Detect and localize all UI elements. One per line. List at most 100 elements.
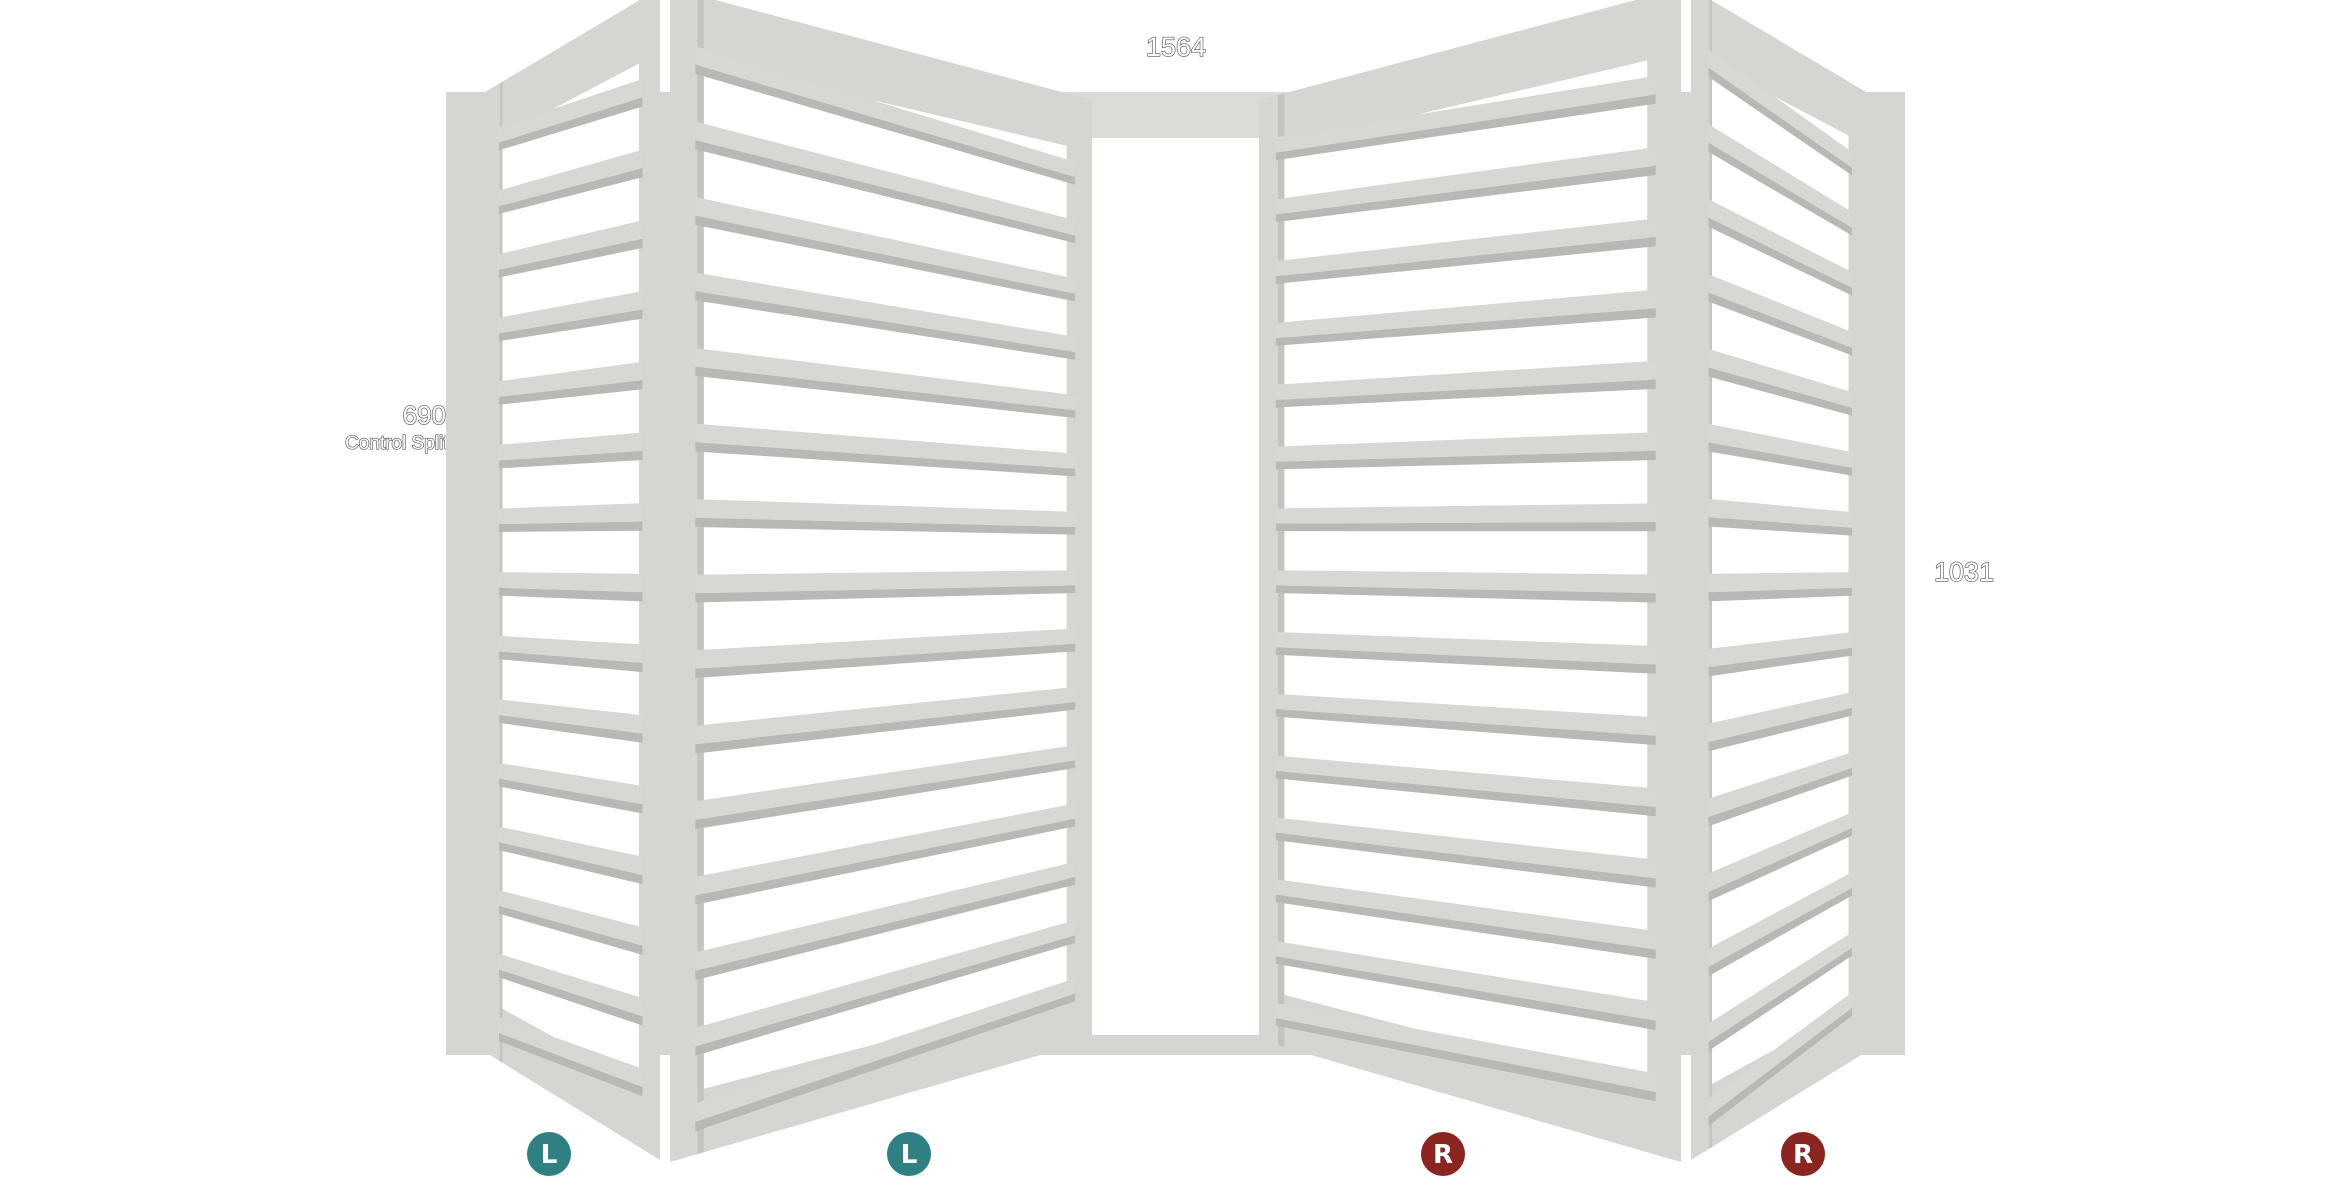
louver-shadow	[499, 969, 643, 1026]
louver-shadow	[1708, 217, 1852, 296]
badge-label: R	[1433, 1140, 1453, 1170]
louver	[695, 45, 1076, 178]
louver-shadow	[695, 442, 1076, 477]
louver-shadow	[499, 1033, 643, 1097]
louver-shadow	[695, 818, 1076, 905]
louver	[499, 763, 643, 805]
louver	[1275, 289, 1656, 339]
louver-shadow	[695, 585, 1076, 603]
frame-top-rail	[1030, 92, 1320, 138]
louver	[499, 220, 643, 270]
louver	[499, 572, 643, 593]
louver-shadow	[1275, 832, 1656, 888]
louver	[1708, 423, 1852, 468]
louver-shadow	[1275, 379, 1656, 408]
louver	[695, 686, 1076, 745]
louver-shadow	[695, 702, 1076, 754]
louver-shadow	[1275, 450, 1656, 470]
louver	[1275, 817, 1656, 879]
louver-shadow	[1275, 894, 1656, 959]
louver	[499, 890, 643, 946]
louver-shadow	[1708, 827, 1852, 902]
louver	[695, 745, 1076, 820]
louver-shadow	[1708, 442, 1852, 476]
louver	[1275, 879, 1656, 950]
louver	[499, 699, 643, 734]
height-dimension: 1031	[1934, 557, 1994, 587]
window-frame	[446, 92, 1905, 1055]
louver	[1275, 941, 1656, 1021]
louver	[1275, 570, 1656, 594]
louver	[695, 197, 1076, 294]
louver-shadow	[695, 935, 1076, 1056]
louver	[1708, 199, 1852, 288]
louver-shadow	[1275, 647, 1656, 674]
louver-shadow	[499, 778, 643, 814]
badge-circle	[1421, 1132, 1465, 1176]
louver-shadow	[1275, 585, 1656, 603]
louver	[499, 953, 643, 1017]
panel-right-inner[interactable]	[1259, 0, 1681, 1162]
louver-shadow	[1275, 1018, 1656, 1102]
louver-shadow	[695, 140, 1076, 244]
louver	[1275, 432, 1656, 462]
panel-hinge-badge[interactable]: R	[1781, 1132, 1825, 1176]
louver-shadow	[695, 760, 1076, 830]
louver	[1275, 632, 1656, 665]
louver	[695, 499, 1076, 528]
louver	[695, 121, 1076, 236]
louver-shadow	[695, 64, 1076, 185]
louver	[695, 920, 1076, 1047]
louver-shadow	[1708, 767, 1852, 827]
louver-shadow	[695, 215, 1076, 302]
louver	[695, 978, 1076, 1122]
louver-shadow	[1708, 887, 1852, 977]
louver	[695, 272, 1076, 353]
badge-label: L	[541, 1140, 558, 1170]
louver-shadow	[499, 168, 643, 214]
louver-shadow	[1708, 647, 1852, 677]
louver	[1708, 692, 1852, 743]
louver-shadow	[499, 309, 643, 342]
louver	[1708, 932, 1852, 1042]
louver	[1275, 503, 1656, 524]
louver-shadow	[1275, 709, 1656, 746]
louver	[1708, 572, 1852, 593]
louver	[1708, 812, 1852, 892]
badge-circle	[887, 1132, 931, 1176]
louver-shadow	[499, 651, 643, 673]
louver	[1275, 75, 1656, 153]
louver	[1708, 274, 1852, 348]
louver	[1275, 1002, 1656, 1093]
panel-left-outer[interactable]	[485, 0, 660, 1160]
louver	[499, 361, 643, 397]
panel-hinge-badge[interactable]: L	[887, 1132, 931, 1176]
louver-shadow	[1275, 522, 1656, 532]
louver	[1708, 49, 1852, 168]
louver-shadow	[695, 366, 1076, 419]
louver-shadow	[1275, 165, 1656, 223]
louver	[695, 861, 1076, 971]
louver-shadow	[499, 587, 643, 602]
panel-hinge-badge[interactable]: R	[1421, 1132, 1465, 1176]
louver	[1275, 693, 1656, 736]
louver	[1708, 498, 1852, 528]
louver	[695, 348, 1076, 411]
louver	[499, 78, 643, 143]
louver	[1275, 755, 1656, 808]
louver	[695, 423, 1076, 469]
panel-left-inner[interactable]	[670, 0, 1092, 1162]
louver	[1708, 872, 1852, 967]
louver-shadow	[499, 715, 643, 743]
louver-shadow	[499, 380, 643, 405]
louver-shadow	[1275, 770, 1656, 817]
panel-hinge-badge[interactable]: L	[527, 1132, 571, 1176]
panel-right-outer[interactable]	[1691, 0, 1866, 1160]
louver	[499, 432, 643, 461]
louver-shadow	[1708, 292, 1852, 356]
louver-shadow	[1708, 142, 1852, 236]
split-dimension-label: Control Split	[345, 433, 449, 454]
louver-shadow	[499, 842, 643, 885]
louver-shadow	[695, 291, 1076, 360]
